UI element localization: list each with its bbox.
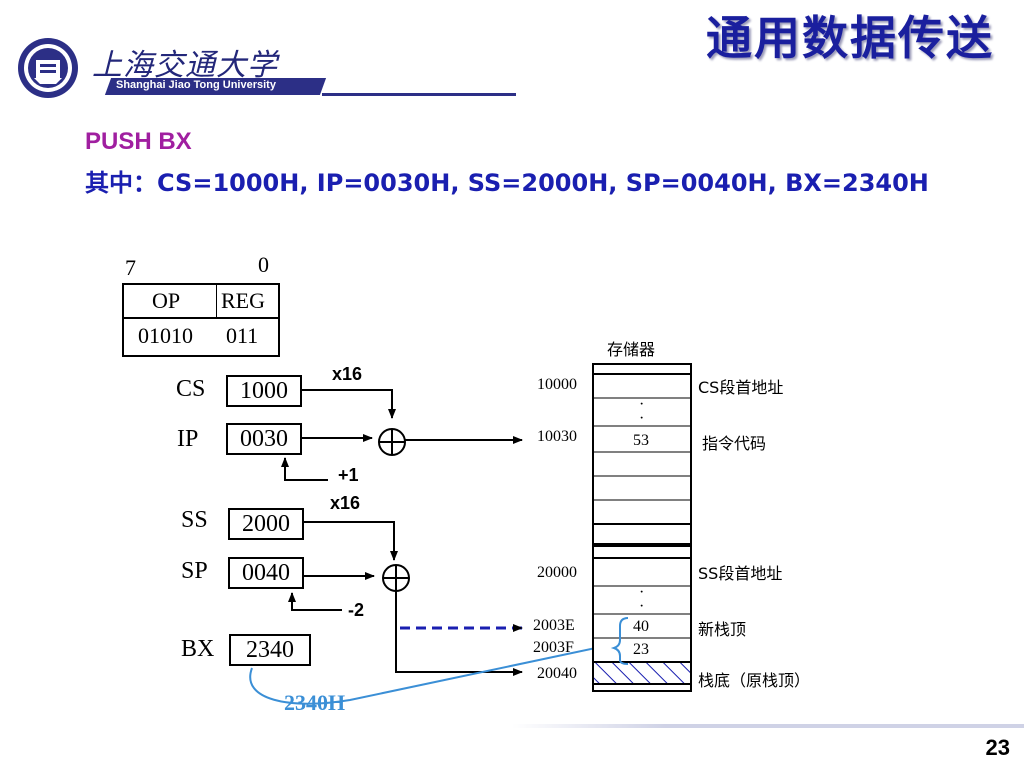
note-new-top: 新栈顶	[698, 620, 747, 639]
stack-bottom-hatch	[594, 663, 690, 684]
encoding-field-reg: REG	[221, 288, 265, 313]
ip-increment-path	[281, 457, 328, 481]
memory-title: 存储器	[607, 340, 656, 359]
slide-title: 通用数据传送	[706, 11, 994, 65]
ss-shift-path	[302, 521, 398, 561]
instruction-text: PUSH BX	[85, 128, 192, 155]
code-cell-53: 53	[633, 432, 649, 449]
encoding-table-vdivider	[216, 285, 217, 317]
ip-increment-label: +1	[338, 465, 359, 485]
encoding-value-reg: 011	[226, 323, 259, 348]
footer-rule	[512, 724, 1024, 728]
ss-register: 2000	[228, 508, 304, 540]
stack-dots-1: ·	[639, 584, 645, 601]
sp-register: 0040	[228, 557, 304, 589]
bit-high-label: 7	[125, 255, 136, 280]
address-2003F: 2003F	[533, 639, 574, 656]
address-2003E: 2003E	[533, 617, 575, 634]
bx-label: BX	[181, 636, 215, 662]
encoding-table	[122, 283, 280, 357]
note-code: 指令代码	[702, 434, 767, 453]
note-ss-base: SS段首地址	[698, 564, 783, 583]
stack-dots-2: ·	[639, 598, 645, 615]
address-10000: 10000	[537, 376, 577, 393]
address-20000: 20000	[537, 564, 577, 581]
encoding-value-op: 01010	[138, 323, 193, 348]
cs-multiply-label: x16	[332, 364, 363, 384]
bx-value-label: 2340H	[284, 690, 346, 715]
cs-register: 1000	[226, 375, 302, 407]
stack-address-path	[395, 591, 523, 676]
encoding-field-op: OP	[152, 288, 181, 313]
address-10030: 10030	[537, 428, 577, 445]
sp-decrement-label: -2	[348, 600, 365, 620]
page-number: 23	[985, 735, 1010, 760]
cs-label: CS	[176, 376, 206, 402]
code-dots-1: ·	[639, 396, 645, 413]
ss-multiply-label: x16	[330, 493, 361, 513]
cs-shift-path	[302, 389, 396, 419]
note-bottom: 栈底（原栈顶）	[698, 671, 811, 690]
stack-cell-23: 23	[633, 641, 649, 658]
header-rule	[322, 93, 516, 96]
bx-register: 2340	[229, 634, 311, 666]
stack-word-brace	[610, 617, 629, 665]
address-20040: 20040	[537, 665, 577, 682]
ip-register: 0030	[226, 423, 302, 455]
note-cs-base: CS段首地址	[698, 378, 784, 397]
bit-low-label: 0	[258, 252, 269, 277]
sp-decrement-path	[288, 592, 342, 611]
bx-value-flow	[249, 639, 617, 705]
ss-label: SS	[181, 507, 208, 533]
register-condition: 其中：CS=1000H, IP=0030H, SS=2000H, SP=0040…	[85, 169, 929, 197]
encoding-table-hdivider	[124, 317, 278, 319]
memory-code-block	[592, 363, 692, 545]
university-logo	[18, 38, 78, 98]
stack-cell-40: 40	[633, 618, 649, 635]
university-name-en: Shanghai Jiao Tong University	[116, 79, 276, 91]
sp-label: SP	[181, 558, 208, 584]
university-name-cn: 上海交通大学	[92, 48, 278, 83]
code-dots-2: ·	[639, 410, 645, 427]
ip-label: IP	[177, 426, 199, 452]
